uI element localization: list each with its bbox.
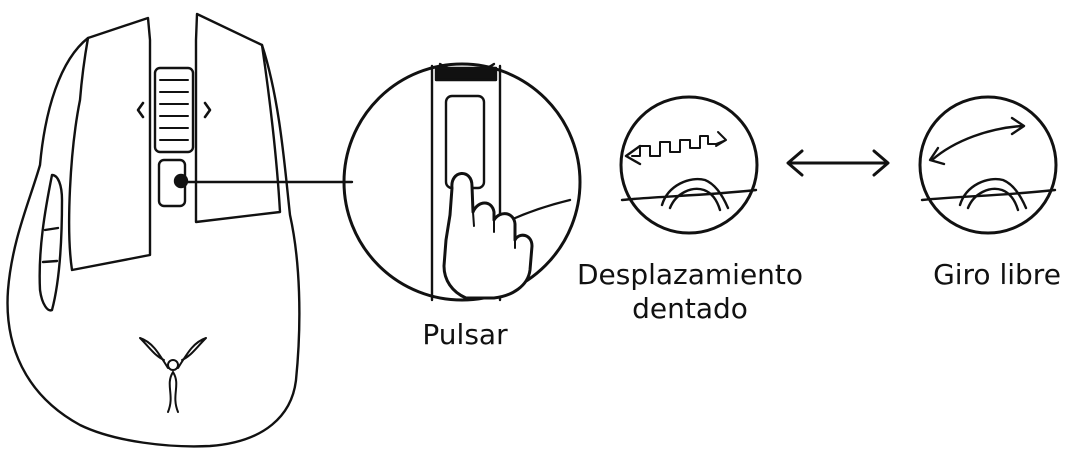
free-spin-label: Giro libre (933, 258, 1061, 291)
tactile-scroll-label: Desplazamiento dentado (570, 258, 810, 326)
press-label: Pulsar (422, 318, 508, 351)
free-spin-scroll-wheel-icon (918, 95, 1058, 235)
tactile-scroll-label-line1: Desplazamiento (576, 258, 804, 291)
mouse-top-view-icon (6, 12, 301, 448)
tactile-scroll-wheel-icon (619, 95, 759, 235)
razer-logo-icon (139, 337, 207, 413)
finger-press-scroll-button-icon (342, 62, 582, 302)
double-arrow-icon (786, 149, 890, 177)
tactile-scroll-label-line2: dentado (632, 292, 748, 325)
